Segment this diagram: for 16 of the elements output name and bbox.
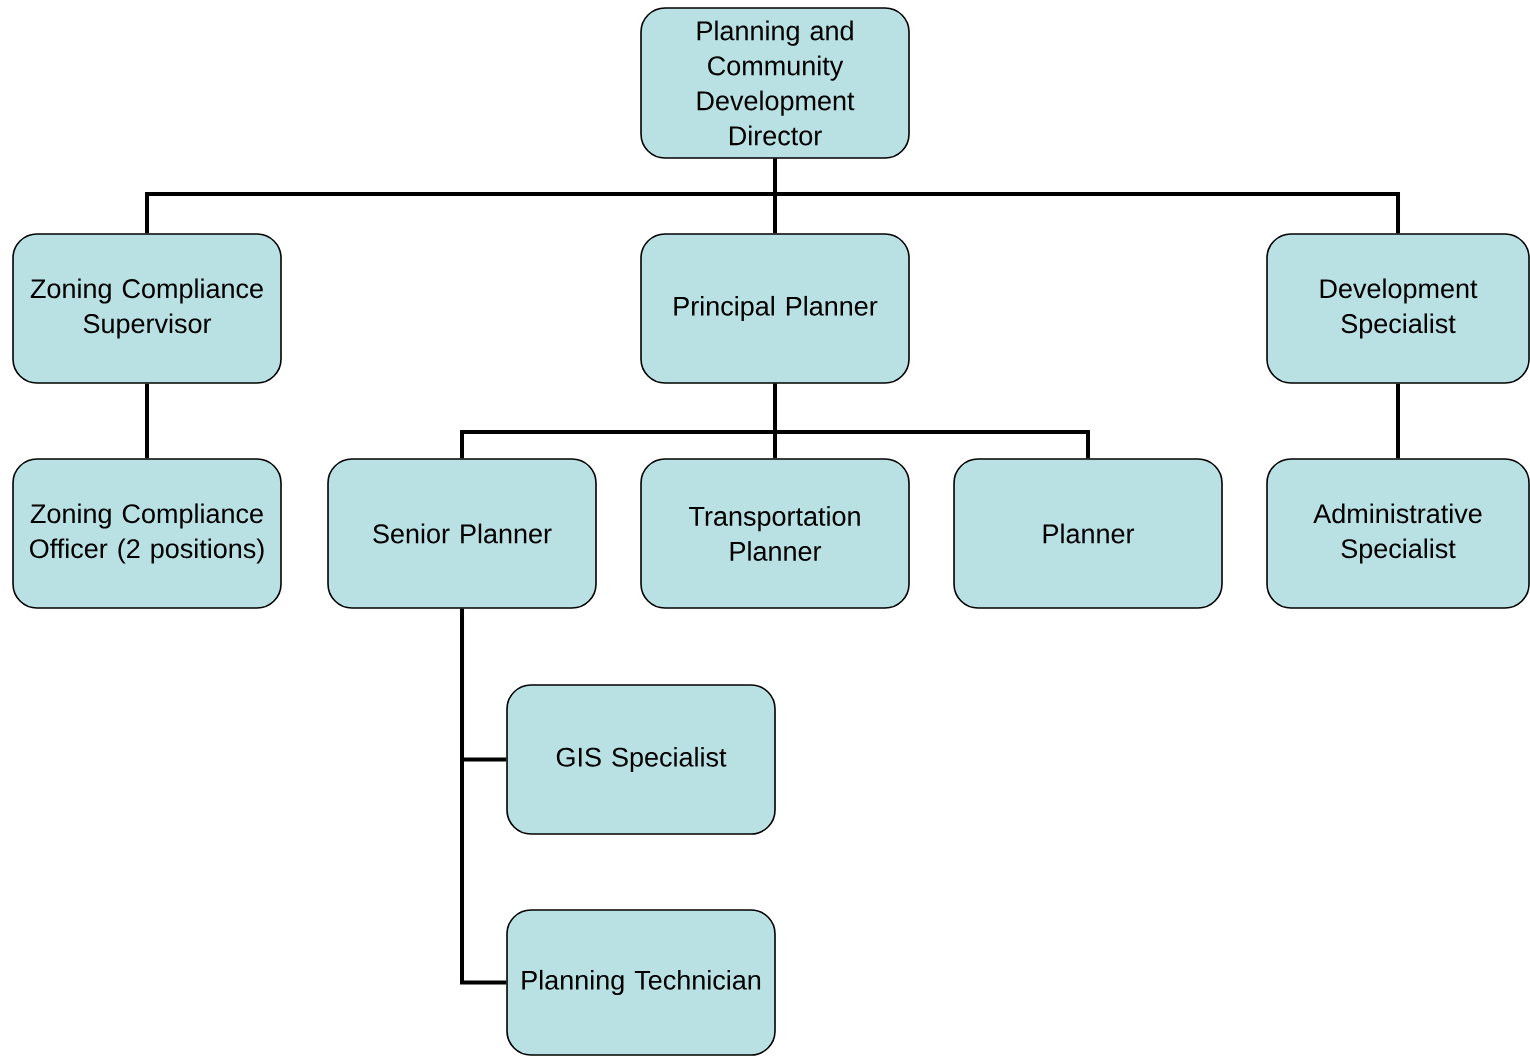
org-box: Principal Planner [640, 233, 910, 384]
org-box: Senior Planner [327, 458, 597, 609]
org-box: GIS Specialist [506, 684, 776, 835]
org-box: Zoning Compliance Officer (2 positions) [12, 458, 282, 609]
org-box: Transportation Planner [640, 458, 910, 609]
connector-line [773, 158, 1400, 234]
connector-line [460, 608, 507, 985]
org-box: Planning and Community Development Director [640, 7, 910, 159]
connector-line [1396, 383, 1400, 459]
org-box: Planner [953, 458, 1223, 609]
org-box: Administrative Specialist [1266, 458, 1530, 609]
connector-line [145, 383, 149, 459]
connector-line [773, 383, 1090, 459]
org-box: Zoning Compliance Supervisor [12, 233, 282, 384]
org-box: Planning Technician [506, 909, 776, 1056]
org-box: Development Specialist [1266, 233, 1530, 384]
